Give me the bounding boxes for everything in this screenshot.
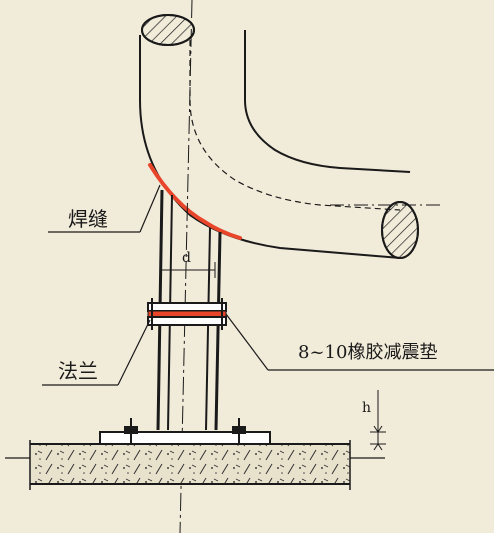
dim-h-label: h [362,400,371,416]
weld-seam [148,163,242,240]
label-rubber-pad: 8~10橡胶减震垫 [225,313,494,371]
pipe-inner-edge [244,30,411,173]
label-weld: 焊缝 [48,184,161,233]
lower-flange [147,316,227,326]
dim-d: d [159,250,216,278]
right-post [214,231,222,431]
concrete-slab [5,440,385,490]
pipe-hidden-line [189,40,401,211]
label-flange: 法兰 [42,319,151,386]
rubber-pad-label: 8~10橡胶减震垫 [298,342,437,363]
dim-d-label: d [182,250,191,266]
pipe-outer-edge [139,35,401,259]
upper-flange [147,302,227,312]
right-post-inner [205,227,211,431]
weld-seam-label: 焊缝 [68,207,108,231]
flange-label: 法兰 [58,359,98,383]
elbow-pipe [139,14,440,259]
flange-assembly [147,298,227,330]
dim-h: h [362,390,386,451]
